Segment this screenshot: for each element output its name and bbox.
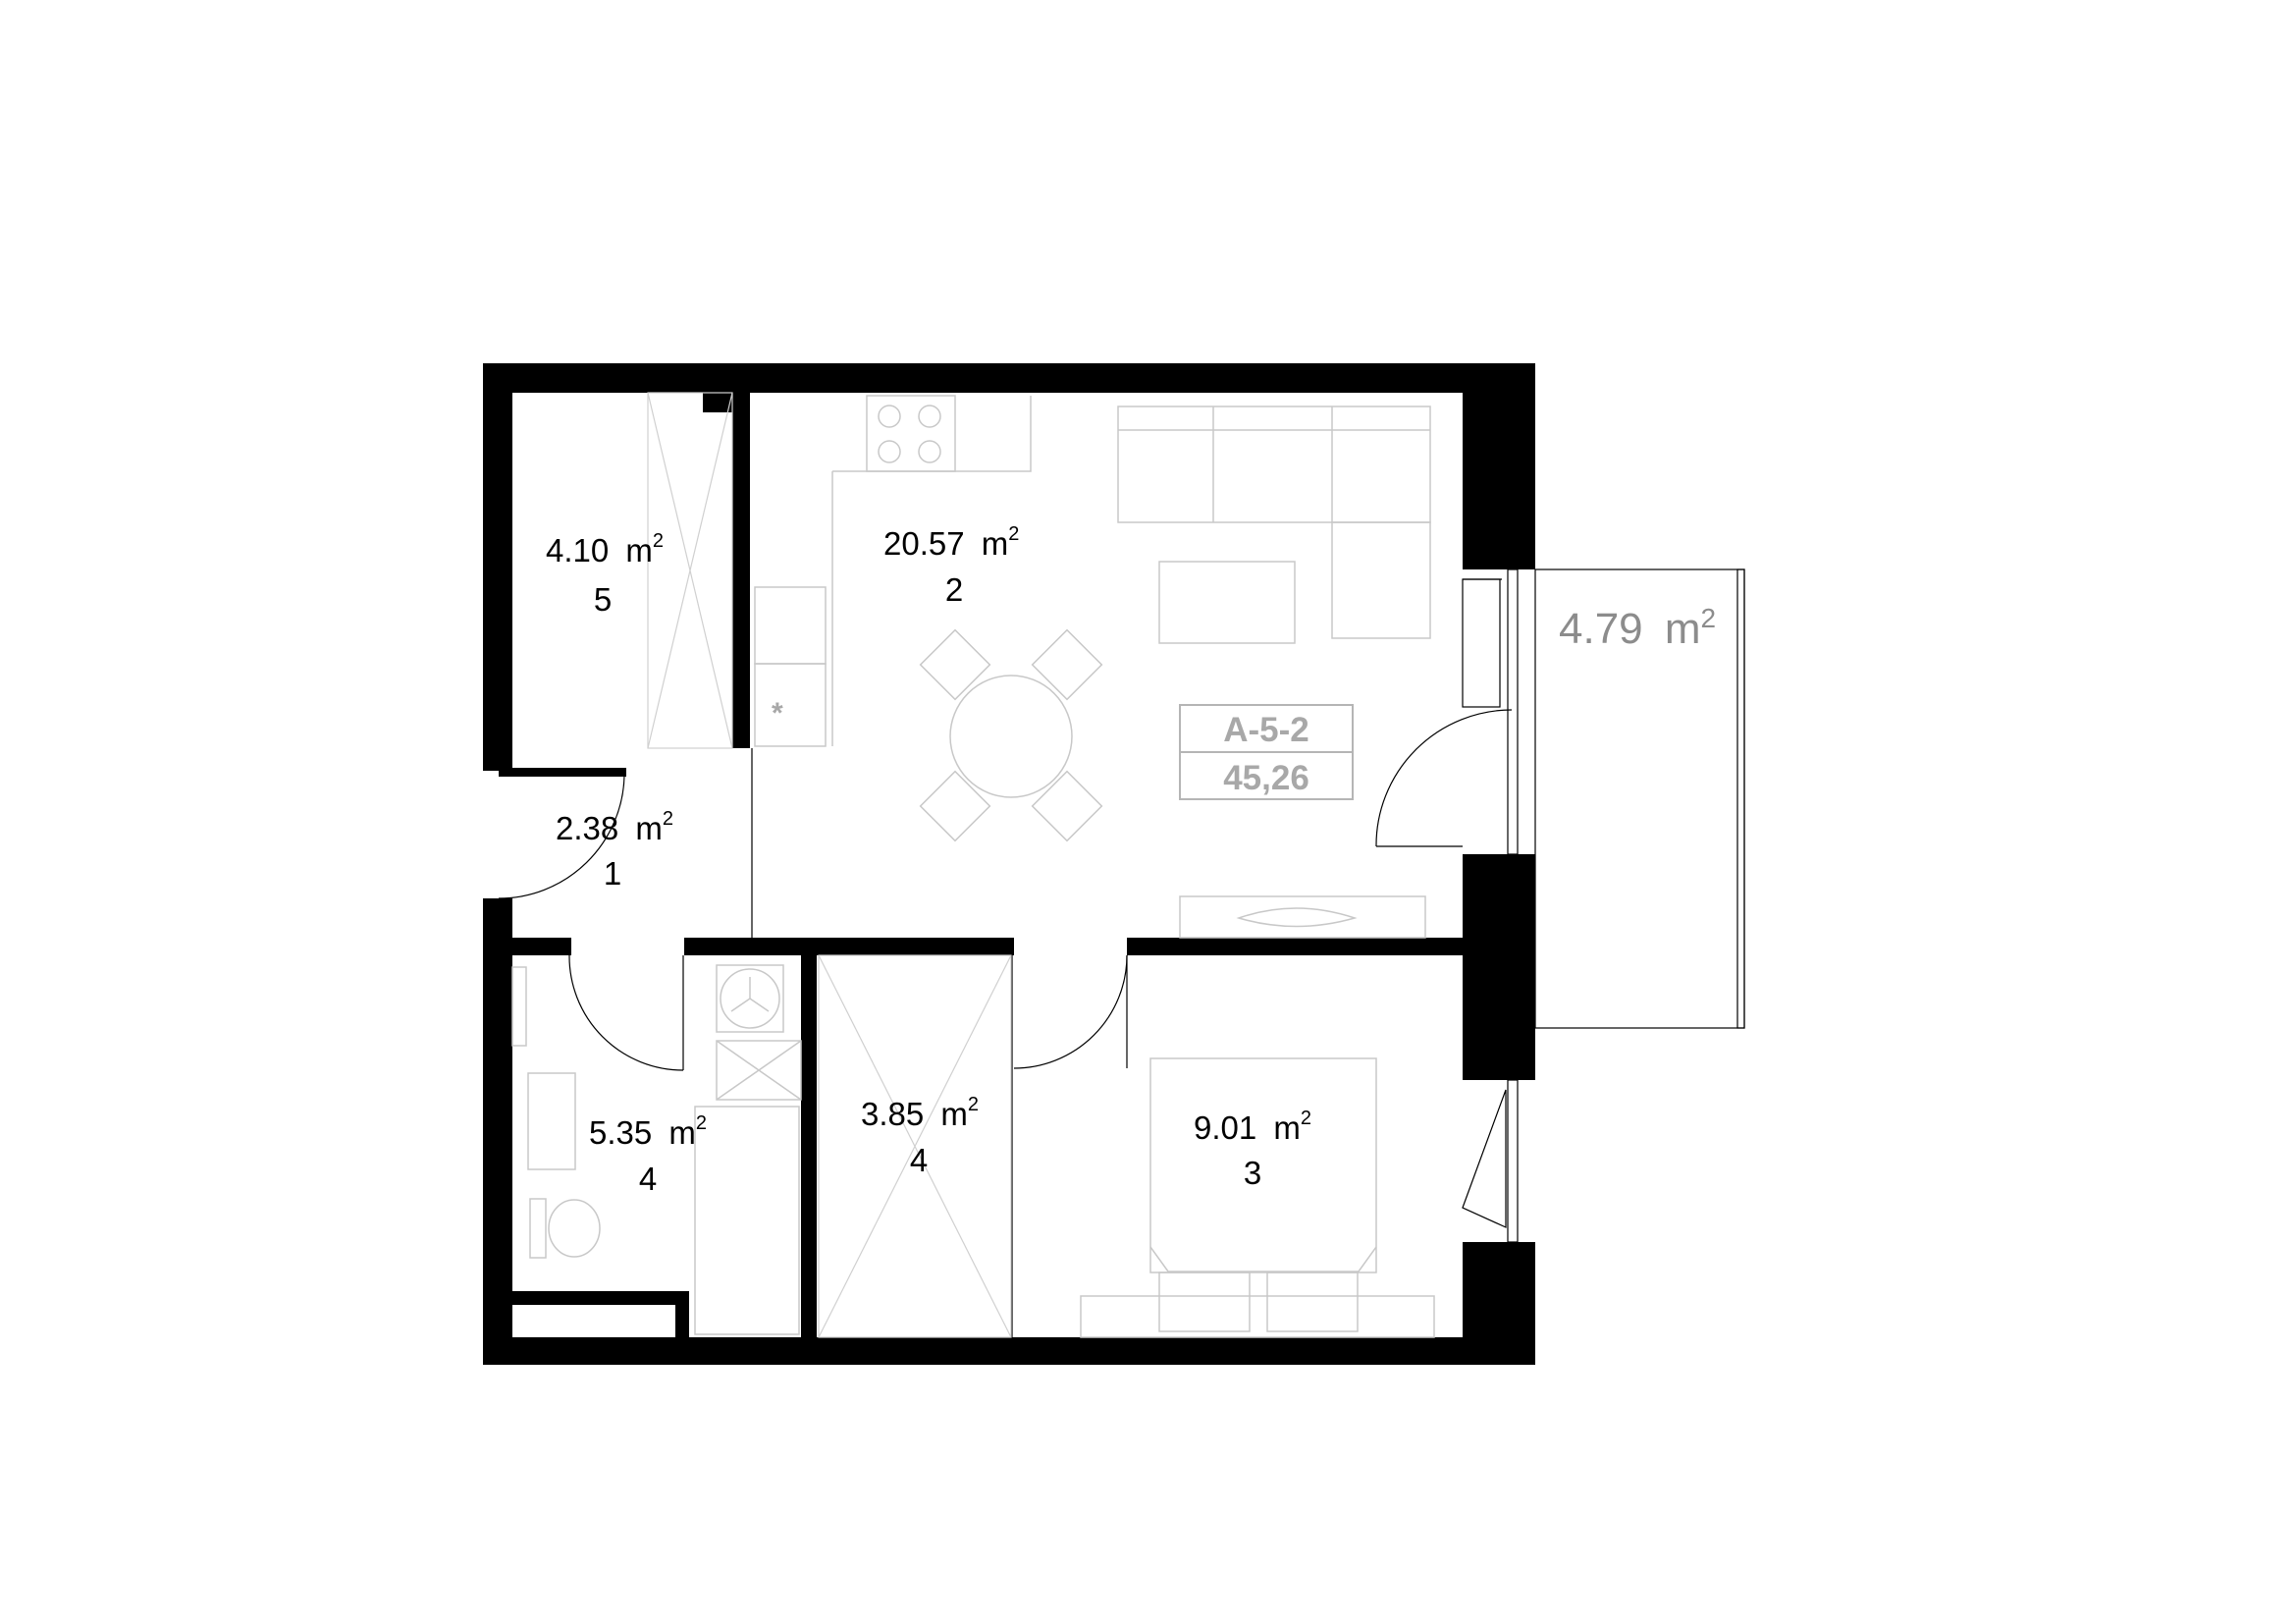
room-number: 4: [639, 1161, 657, 1197]
room-area: 9.01: [1194, 1109, 1256, 1146]
room-unit: m: [625, 532, 653, 568]
balcony: [1534, 568, 1745, 1029]
balcony-label: 4.79 m2: [1559, 603, 1716, 653]
room-label-storage: 4.10 m2 5: [546, 530, 664, 618]
balcony-area: 4.79: [1559, 605, 1643, 653]
room-unit: m: [668, 1114, 696, 1151]
svg-text:9.01 m2: 9.01 m2: [1194, 1108, 1311, 1146]
room-number: 2: [945, 571, 963, 608]
storage-furniture: [647, 392, 733, 749]
room-exp: 2: [1301, 1108, 1311, 1129]
closet-furniture: [818, 954, 1012, 1338]
svg-text:20.57 m2: 20.57 m2: [883, 523, 1019, 562]
room-exp: 2: [968, 1094, 979, 1115]
room-exp: 2: [696, 1112, 707, 1134]
room-exp: 2: [653, 530, 664, 552]
unit-total-area: 45,26: [1223, 759, 1309, 797]
room-unit: m: [1273, 1109, 1301, 1146]
room-unit: m: [635, 810, 663, 846]
room-exp: 2: [1008, 523, 1019, 545]
bathroom-furniture: [511, 964, 802, 1335]
svg-text:*: *: [772, 697, 783, 730]
outer-walls: [483, 363, 1535, 1365]
interior-walls: [499, 393, 1463, 1338]
svg-text:4.10 m2: 4.10 m2: [546, 530, 664, 568]
room-unit: m: [940, 1096, 968, 1132]
room-label-living: 20.57 m2 2: [883, 523, 1019, 608]
doors: [498, 578, 1513, 1228]
bedroom-furniture: [1080, 1057, 1435, 1338]
svg-text:4.79 m2: 4.79 m2: [1559, 603, 1716, 653]
room-area: 4.10: [546, 532, 609, 568]
balcony-unit: m: [1665, 605, 1701, 653]
room-label-hall: 2.38 m2 1: [556, 808, 673, 892]
room-number: 3: [1244, 1155, 1261, 1191]
unit-code: A-5-2: [1223, 711, 1309, 749]
room-exp: 2: [663, 808, 673, 830]
room-label-closet: 3.85 m2 4: [861, 1094, 979, 1178]
room-number: 4: [910, 1142, 928, 1178]
room-number: 5: [594, 581, 612, 618]
living-furniture: *: [754, 395, 1431, 939]
room-unit: m: [982, 525, 1009, 562]
room-area: 5.35: [589, 1114, 652, 1151]
room-area: 2.38: [556, 810, 618, 846]
svg-text:3.85 m2: 3.85 m2: [861, 1094, 979, 1132]
svg-text:5.35 m2: 5.35 m2: [589, 1112, 707, 1151]
unit-badge: A-5-2 45,26: [1179, 704, 1354, 800]
room-label-bedroom: 9.01 m2 3: [1194, 1108, 1311, 1191]
room-area: 3.85: [861, 1096, 924, 1132]
balcony-exp: 2: [1701, 603, 1717, 633]
room-area: 20.57: [883, 525, 965, 562]
room-label-bathroom: 5.35 m2 4: [589, 1112, 707, 1197]
svg-text:2.38 m2: 2.38 m2: [556, 808, 673, 846]
room-number: 1: [604, 855, 621, 892]
